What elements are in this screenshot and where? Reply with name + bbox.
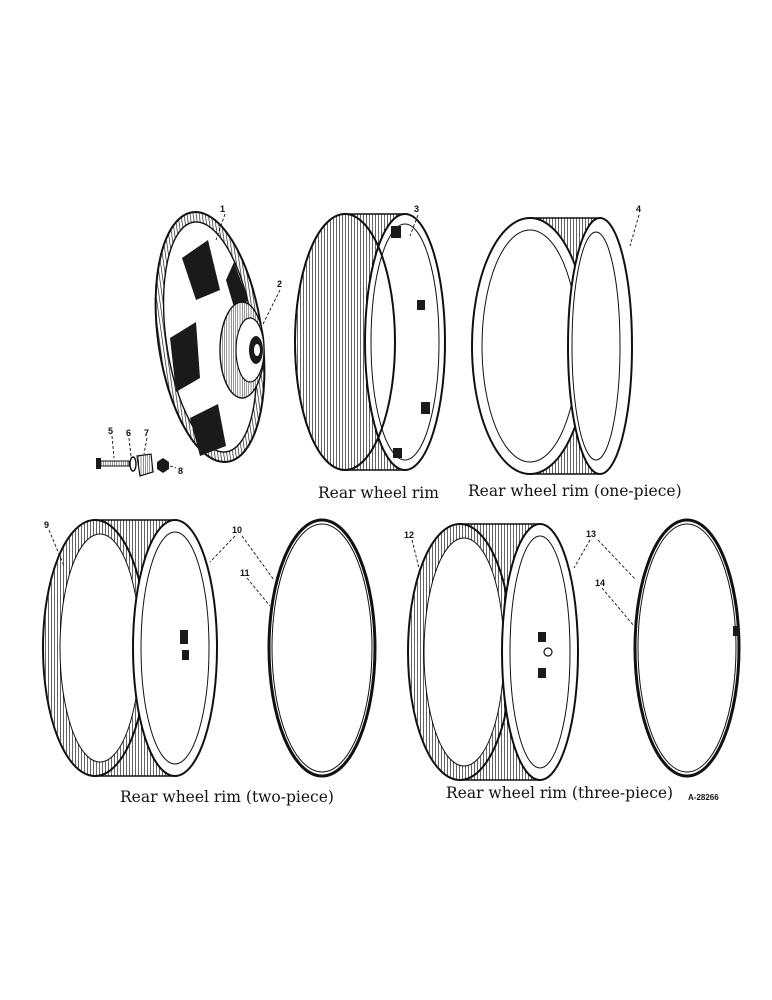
- callout-5: 5: [108, 426, 113, 436]
- rear-wheel-rim-two-piece-part-9: [42, 519, 218, 777]
- callout-12: 12: [404, 530, 414, 540]
- rear-wheel-rim-one-piece-part-4: [471, 217, 633, 475]
- leader-lines: [48, 213, 640, 627]
- callout-13: 13: [586, 529, 596, 539]
- callout-2: 2: [277, 279, 282, 289]
- callout-8: 8: [178, 466, 183, 476]
- caption-rear-wheel-rim-three-piece: Rear wheel rim (three-piece): [446, 784, 673, 802]
- callout-4: 4: [636, 204, 641, 214]
- caption-rear-wheel-rim-one-piece: Rear wheel rim (one-piece): [468, 482, 682, 500]
- callout-1: 1: [220, 204, 225, 214]
- callout-11: 11: [240, 568, 250, 578]
- bolt-part-5: [96, 458, 130, 469]
- caption-rear-wheel-rim-two-piece: Rear wheel rim (two-piece): [120, 788, 334, 806]
- rear-wheel-rim-part-3: [294, 213, 446, 471]
- rear-wheel-rim-three-piece-part-12: [407, 523, 579, 781]
- callout-9: 9: [44, 520, 49, 530]
- figure-reference-number: A-28266: [688, 793, 719, 802]
- callout-7: 7: [144, 428, 149, 438]
- callout-14: 14: [595, 578, 605, 588]
- caption-rear-wheel-rim: Rear wheel rim: [318, 484, 439, 502]
- lock-ring-part-14: [633, 518, 741, 778]
- callout-6: 6: [126, 428, 131, 438]
- washer-part-6: [129, 456, 137, 472]
- clamp-part-7: [136, 453, 154, 477]
- nut-part-8: [157, 458, 169, 473]
- hub-part-2: [219, 301, 265, 399]
- side-ring-part-11: [267, 518, 377, 778]
- callout-numbers: 1 2 3 4 5 6 7 8 9 10 11 12 13 14: [44, 204, 641, 588]
- callout-3: 3: [414, 204, 419, 214]
- callout-10: 10: [232, 525, 242, 535]
